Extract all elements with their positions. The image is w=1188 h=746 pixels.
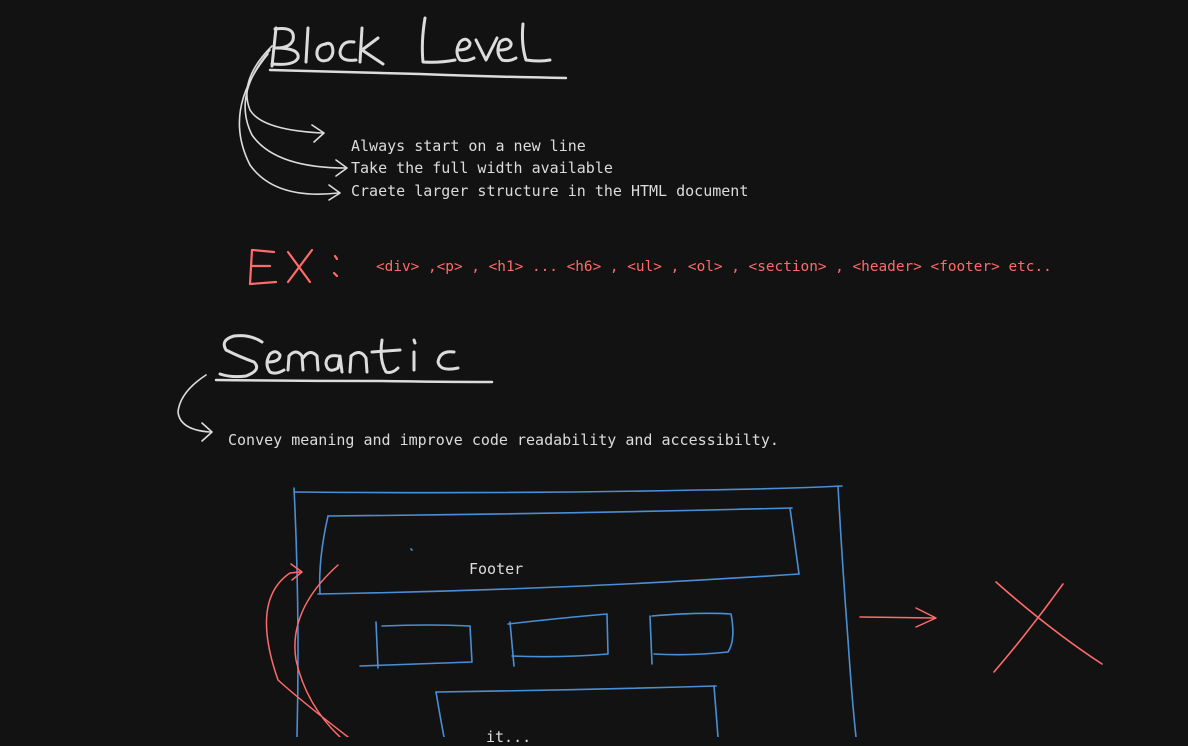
block-point-2: Take the full width available <box>351 159 613 177</box>
block-level-arrows <box>238 45 348 201</box>
block-level-heading <box>268 16 568 80</box>
block-point-3: Craete larger structure in the HTML docu… <box>351 182 749 200</box>
sketch-footer-label: Footer <box>469 560 524 578</box>
semantic-heading <box>214 334 494 384</box>
example-elements-text: <div> ,<p> , <h1> ... <h6> , <ul> , <ol>… <box>376 259 1052 275</box>
semantic-description: Convey meaning and improve code readabil… <box>228 431 779 449</box>
layout-sketch <box>293 485 857 737</box>
cross-mark-icon <box>993 581 1103 673</box>
block-point-1: Always start on a new line <box>351 137 586 155</box>
sketch-red-arrows <box>265 563 349 737</box>
semantic-arrow <box>177 374 213 442</box>
sketch-bottom-label: it... <box>486 728 532 746</box>
example-label-ex <box>248 248 339 286</box>
right-arrow <box>859 607 937 628</box>
